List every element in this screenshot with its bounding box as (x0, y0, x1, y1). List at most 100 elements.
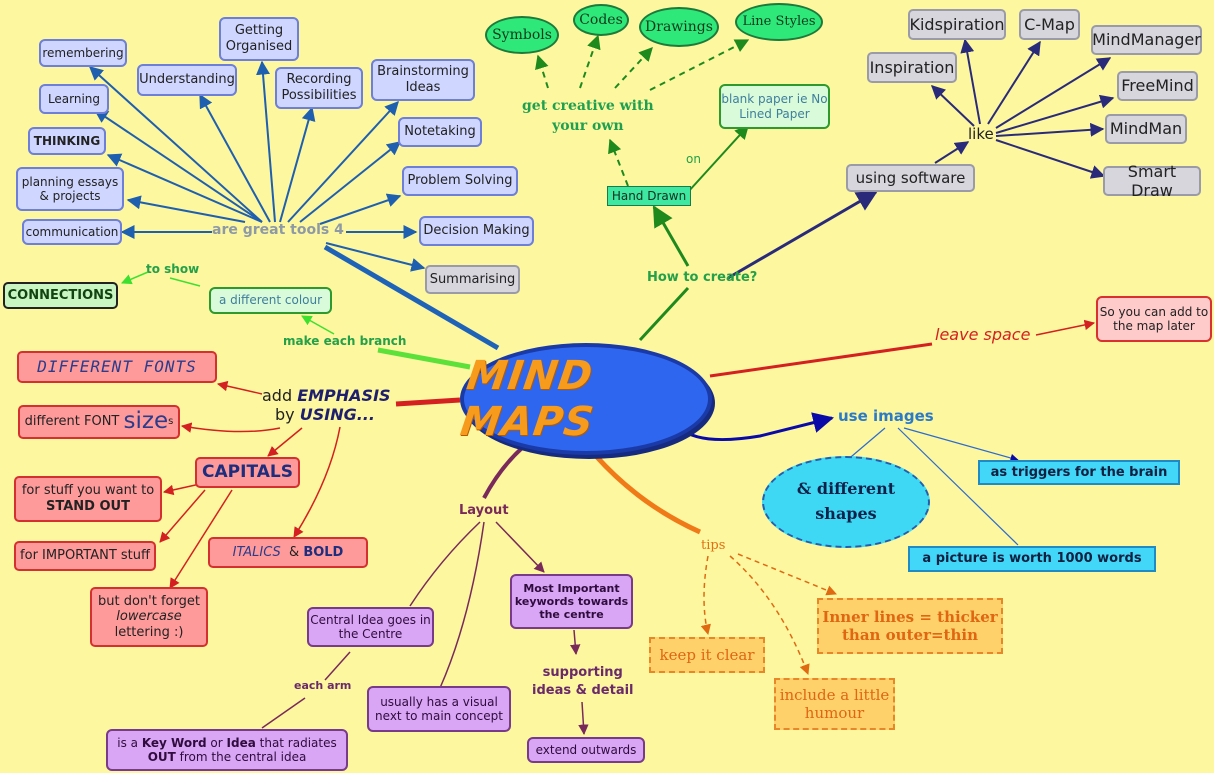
keyword-pre: is a (117, 735, 142, 750)
tips-keep-clear: keep it clear (649, 637, 765, 673)
bold-text: BOLD (303, 544, 344, 560)
creative-line1: get creative with (522, 98, 654, 114)
central-topic-text: MIND MAPS (457, 353, 597, 445)
font-size-pre: different FONT (24, 414, 124, 430)
blank-paper-box: blank paper ie No Lined Paper (719, 84, 830, 129)
branch-line-colour (377, 347, 471, 370)
keyword-or: or (206, 735, 227, 750)
software-mindman: MindMan (1105, 114, 1187, 144)
emphasis-line1-plain: add (262, 386, 298, 405)
creative-line-styles: Line Styles (735, 3, 823, 41)
emphasis-italics-bold: ITALICS & BOLD (208, 537, 368, 568)
supporting-line1: supporting (542, 665, 623, 680)
supporting-line2: ideas & detail (532, 682, 634, 698)
software-cmap: C-Map (1019, 9, 1080, 40)
emphasis-capitals: CAPITALS (195, 457, 300, 488)
create-branch-label: How to create? (647, 270, 758, 285)
creative-line2: your own (552, 118, 624, 135)
branch-line-create (638, 286, 690, 342)
branch-line-images (678, 412, 835, 442)
font-size-big: size (123, 408, 169, 435)
tools-item-understanding: Understanding (137, 64, 237, 96)
tools-item-planning: planning essays & projects (16, 167, 124, 211)
emphasis-line1-em: EMPHASIS (297, 386, 391, 405)
branch-line-layout (482, 446, 524, 499)
layout-central-idea: Central Idea goes in the Centre (307, 607, 434, 647)
images-triggers: as triggers for the brain (978, 460, 1180, 485)
keyword-line1: is a Key Word or Idea that radiates (117, 736, 337, 750)
colour-branch-label: make each branch (283, 334, 407, 348)
creative-codes: Codes (573, 4, 629, 36)
software-mindmanager: MindManager (1091, 25, 1202, 55)
keyword-idea: Idea (226, 735, 256, 750)
tools-item-communication: communication (22, 219, 122, 245)
emphasis-different-fonts: DIFFERENT FONTS (17, 351, 217, 383)
branch-line-emphasis (395, 397, 461, 407)
layout-branch-label: Layout (459, 503, 509, 518)
shapes-line1: & different (796, 479, 896, 499)
tools-item-recording: Recording Possibilities (275, 67, 363, 109)
hand-drawn-box: Hand Drawn (607, 186, 691, 206)
colour-branch-box: a different colour (209, 287, 332, 314)
keyword-out: OUT (147, 750, 176, 764)
space-branch-box: So you can add to the map later (1096, 296, 1212, 342)
tools-item-problem-solving: Problem Solving (402, 166, 518, 196)
images-branch-label: use images (838, 407, 934, 425)
layout-keywords: Most Important keywords towards the cent… (510, 574, 633, 629)
emphasis-label-line2: by USING... (275, 405, 375, 424)
images-picture: a picture is worth 1000 words (908, 546, 1156, 572)
connections-box: CONNECTIONS (3, 282, 118, 309)
layout-extend: extend outwards (527, 737, 645, 763)
central-topic: MIND MAPS (457, 343, 712, 455)
using-software-box: using software (846, 164, 975, 192)
shapes-line2: shapes (815, 504, 877, 523)
emphasis-label-line1: add EMPHASIS (262, 386, 391, 405)
on-label: on (686, 152, 701, 166)
tools-item-getting-organised: Getting Organised (219, 17, 299, 61)
ampersand: & (289, 544, 300, 560)
tools-branch-label: are great tools 4 (212, 222, 344, 238)
lowercase-line1: but don't forget (98, 593, 200, 609)
lowercase-line2: lowercase (116, 609, 182, 625)
keyword-kw: Key Word (141, 735, 207, 750)
creative-drawings: Drawings (639, 7, 719, 47)
layout-visual: usually has a visual next to main concep… (367, 686, 511, 732)
like-label: like (968, 125, 994, 143)
images-shapes-ellipse: & different shapes (762, 456, 930, 548)
font-size-post: s (168, 416, 174, 427)
tips-inner-lines: Inner lines = thicker than outer=thin (817, 598, 1003, 654)
branch-line-tools (323, 244, 500, 351)
standout-line1: for stuff you want to (21, 483, 155, 499)
software-kidspiration: Kidspiration (908, 9, 1006, 40)
tools-item-notetaking: Notetaking (398, 117, 482, 147)
emphasis-important: for IMPORTANT stuff (14, 541, 156, 571)
tools-item-learning: Learning (39, 84, 109, 114)
tools-item-decision-making: Decision Making (419, 216, 534, 246)
tools-item-summarising: Summarising (425, 265, 520, 294)
keyword-mid: that radiates (255, 735, 337, 750)
tips-branch-label: tips (701, 538, 726, 553)
italics-text: ITALICS (232, 544, 281, 560)
tips-humour: include a little humour (774, 678, 895, 730)
lowercase-line3: lettering :) (114, 624, 184, 640)
layout-supporting: supporting ideas & detail (532, 664, 634, 699)
keyword-post: from the central idea (175, 750, 307, 764)
tools-item-remembering: remembering (39, 39, 127, 67)
software-inspiration: Inspiration (867, 52, 957, 83)
emphasis-line2-em: USING... (299, 405, 375, 424)
branch-line-tips (594, 454, 702, 535)
tools-item-thinking: THINKING (28, 127, 106, 155)
creative-label: get creative with your own (522, 96, 654, 137)
software-smartdraw: Smart Draw (1103, 162, 1201, 200)
keyword-line2: OUT from the central idea (148, 750, 307, 764)
branch-line-space (709, 342, 933, 378)
tools-arrows (88, 60, 426, 272)
creative-symbols: Symbols (485, 16, 559, 54)
each-arm-label: each arm (294, 679, 352, 692)
